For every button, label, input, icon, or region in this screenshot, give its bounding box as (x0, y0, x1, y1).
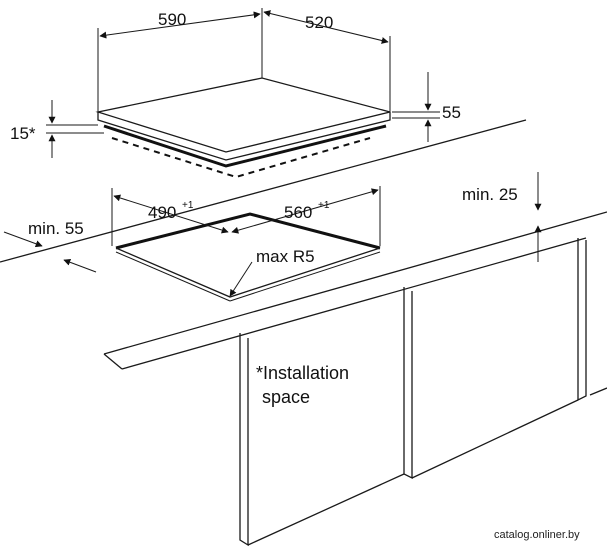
dim-hob-height: 55 (392, 72, 461, 142)
hob-top-surface (95, 77, 391, 153)
dim-cutout-width: 560 +1 (231, 186, 381, 246)
label-590: 590 (158, 10, 186, 29)
dim-installation-depth: 15* (10, 100, 104, 158)
dim-hob-depth: 520 (263, 10, 391, 112)
label-490-tolerance: +1 (182, 200, 194, 211)
hob-drawing (95, 77, 391, 179)
label-560: 560 (284, 203, 312, 222)
cabinet-bottom-left (247, 473, 405, 546)
label-max-r5: max R5 (256, 247, 315, 266)
watermark: catalog.onliner.by (494, 529, 580, 541)
cabinet-right-panel (577, 238, 587, 402)
dim-min-wall: min. 25 (462, 172, 542, 262)
worktop-front-bottom (103, 353, 123, 370)
note-line-1: *Installation (256, 363, 349, 383)
cabinet-divider (403, 287, 413, 480)
label-55: 55 (442, 103, 461, 122)
cabinet-left-panel (239, 333, 249, 547)
note-line-2: space (262, 387, 310, 407)
worktop-and-cabinet (0, 119, 607, 547)
hob-body-base (103, 124, 387, 168)
worktop-back-edge (0, 119, 527, 263)
cabinet-bottom-right (411, 399, 579, 479)
hob-front-edge (97, 112, 391, 161)
worktop-front-lower (121, 237, 587, 370)
dim-cutout-depth: 490 +1 (111, 188, 229, 246)
label-min-55: min. 55 (28, 219, 84, 238)
label-560-tolerance: +1 (318, 200, 330, 211)
label-15: 15* (10, 124, 36, 143)
installation-note: *Installation space (256, 363, 349, 407)
hob-underside-dashed (111, 137, 371, 179)
label-490: 490 (148, 203, 176, 222)
worktop-front-top (103, 211, 607, 355)
label-min-25: min. 25 (462, 185, 518, 204)
dim-corner-radius: max R5 (229, 247, 315, 297)
cutout-front-edges (115, 247, 381, 298)
dim-min-front: min. 55 (3, 219, 97, 273)
cabinet-right-stub (589, 387, 607, 396)
dim-hob-width: 590 (97, 8, 263, 112)
label-520: 520 (305, 13, 333, 32)
